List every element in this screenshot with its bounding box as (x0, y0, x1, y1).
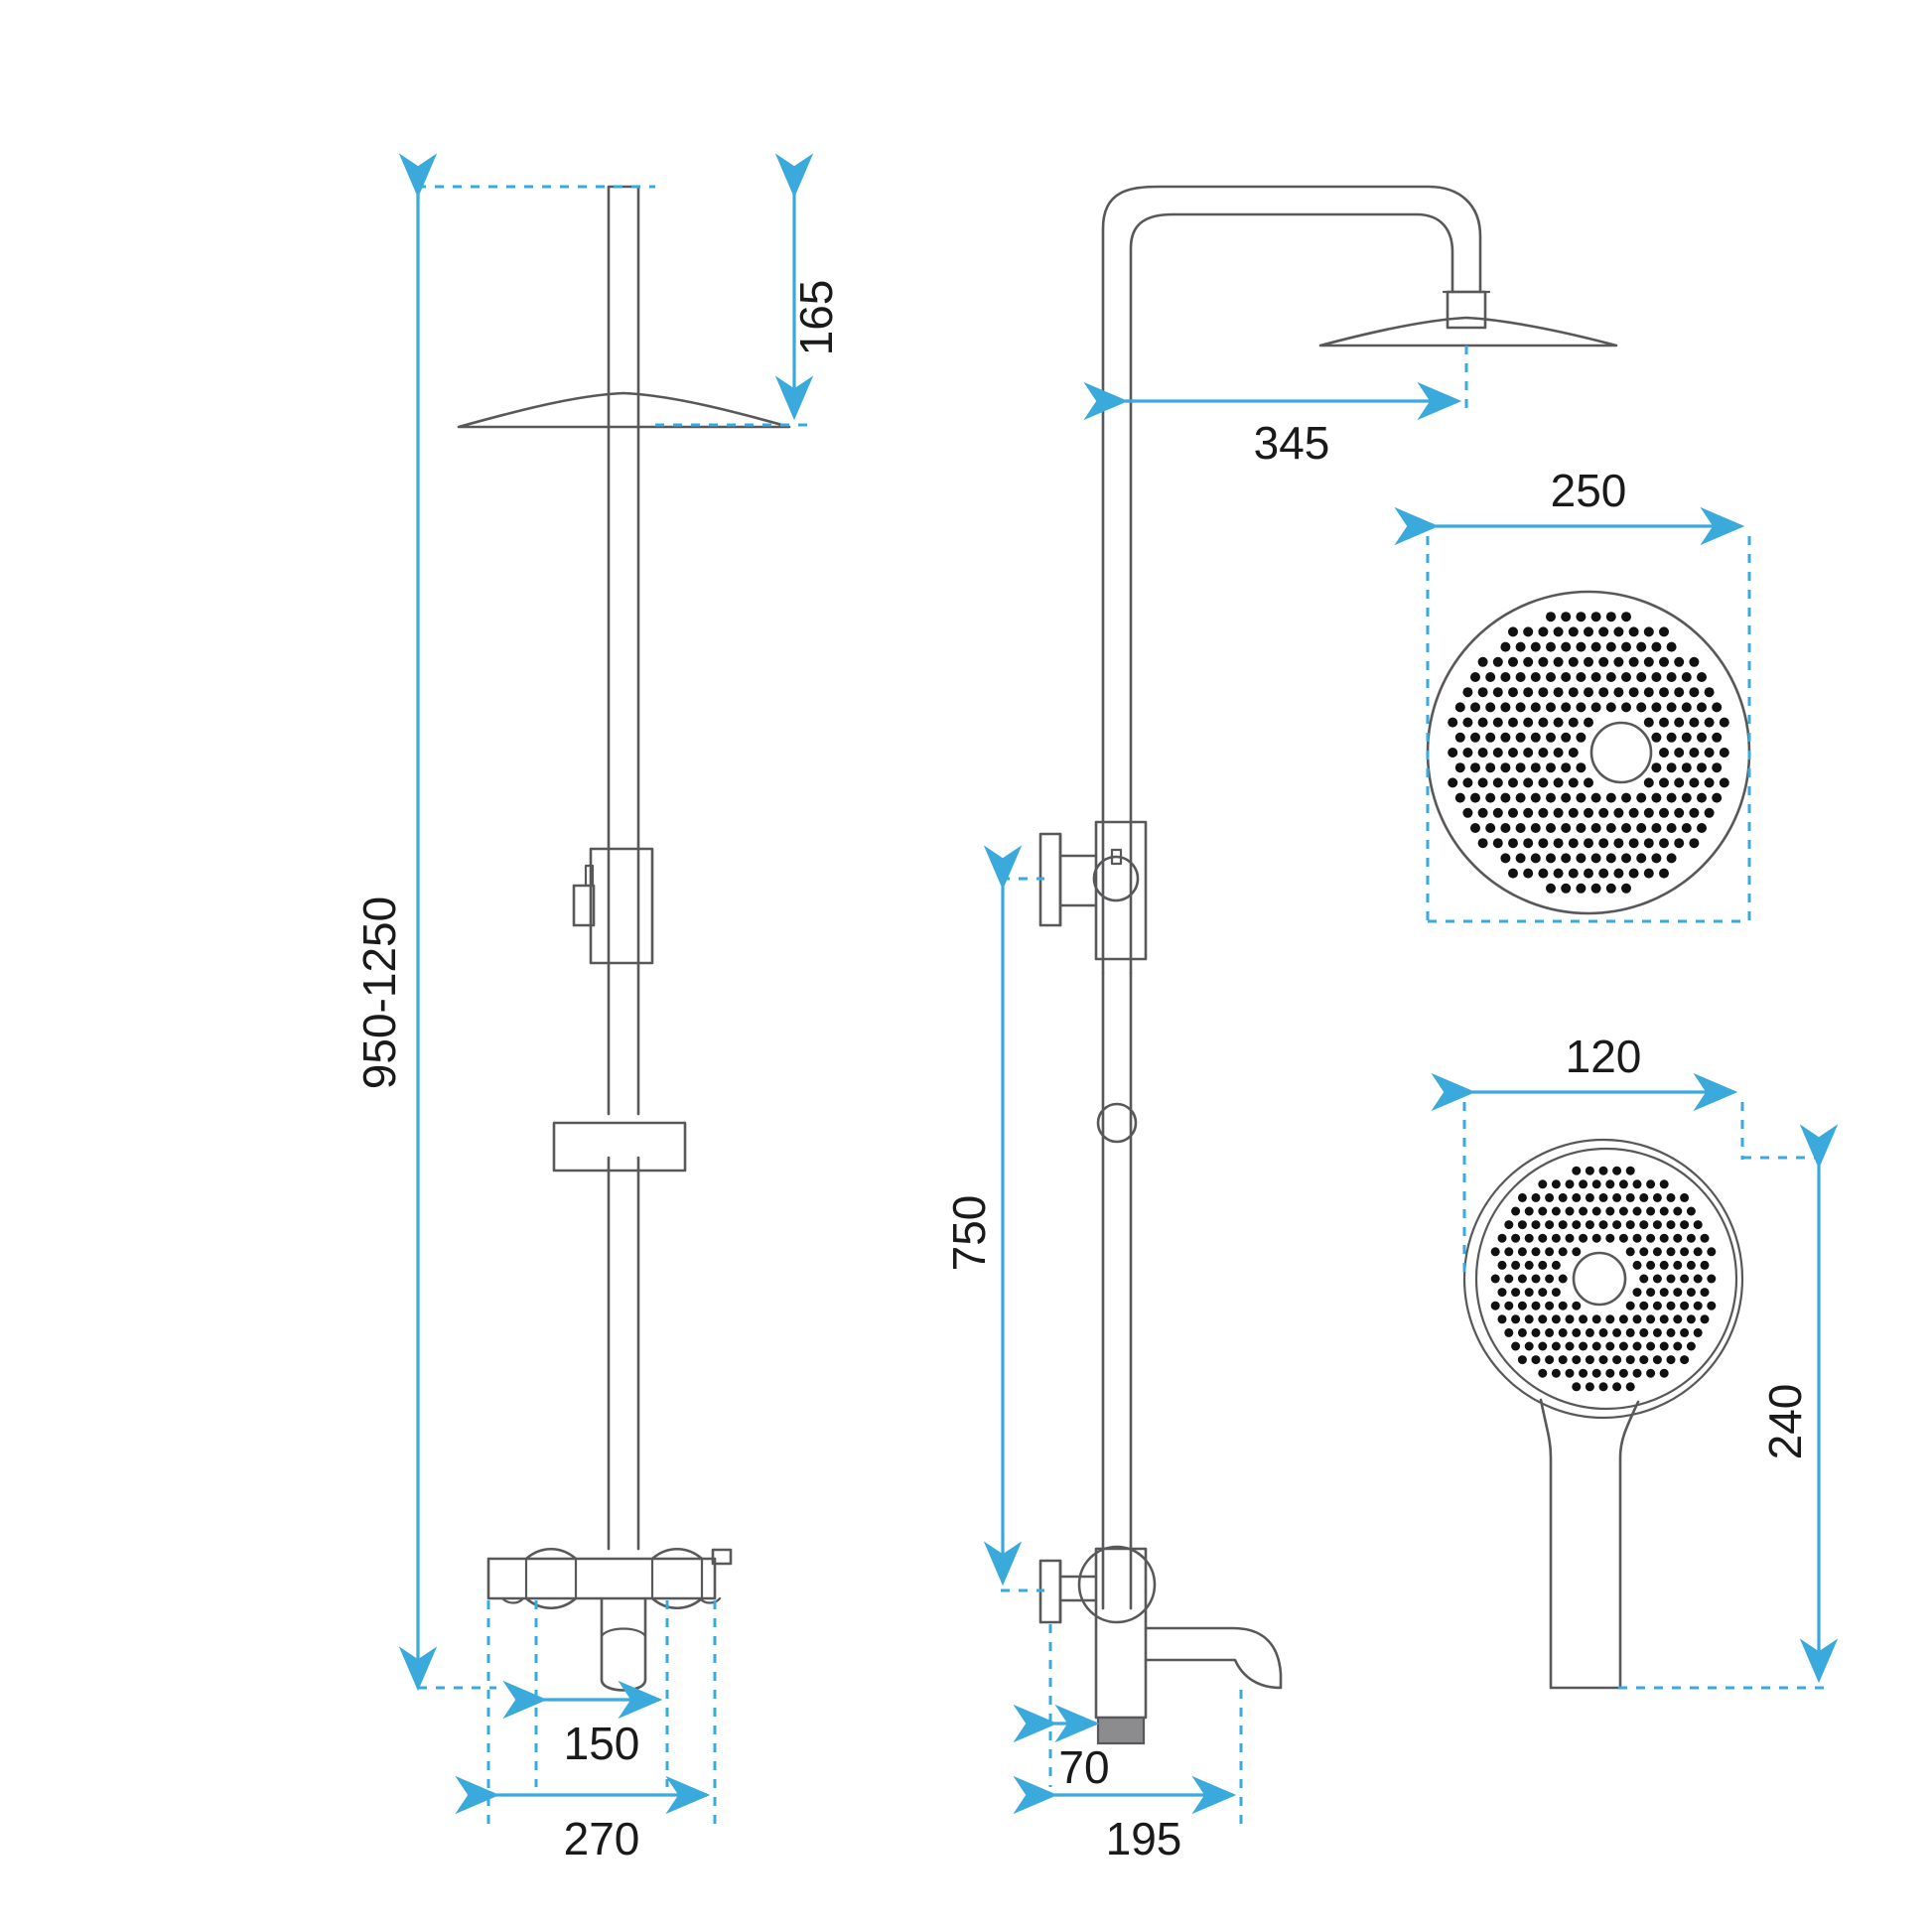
rain-head-center-hole (1589, 721, 1653, 784)
rain-head-nozzle-array (1448, 612, 1729, 894)
thermostatic-mixer-body (486, 1547, 733, 1610)
lower-mixer-valve (1038, 1545, 1283, 1745)
rain-head-dimensions: 250 (1394, 465, 1751, 923)
riser-pipe-upper (607, 185, 640, 1116)
dim-label-950-1250: 950-1250 (353, 897, 405, 1089)
overhead-rain-head-profile (1318, 316, 1618, 347)
riser-pipe-lower (607, 1156, 640, 1551)
side-view-geometry (1038, 185, 1618, 1745)
hand-shower-handle (1539, 1398, 1640, 1690)
hand-shower-nozzle-array (1490, 1166, 1717, 1392)
hand-shower-outer-rim (1462, 1138, 1744, 1420)
mixer-outlet-nipple (600, 1596, 647, 1692)
overhead-arm-inner (1129, 212, 1454, 975)
dim-label-150: 150 (564, 1718, 640, 1769)
dim-label-750: 750 (943, 1195, 995, 1272)
rain-head-outline (1426, 590, 1751, 915)
hand-shower-dimensions: 120 240 (1431, 1031, 1839, 1690)
front-view-dimensions: 165 950-1250 150 270 (353, 153, 842, 1864)
hand-shower-inner-rim (1474, 1147, 1738, 1411)
dim-label-250: 250 (1551, 465, 1627, 516)
overhead-head-collar (1446, 290, 1487, 330)
upper-slider-bracket (572, 847, 654, 965)
rain-head-detail-geometry (1426, 590, 1751, 915)
hand-shower-center-hole (1572, 1251, 1627, 1307)
overhead-shower-head (457, 391, 791, 429)
side-riser-pipe (1101, 971, 1133, 1610)
dim-label-195: 195 (1106, 1813, 1182, 1864)
hose-connector (1096, 1716, 1146, 1745)
dim-label-165: 165 (790, 280, 842, 356)
mixer-outlet-collar (600, 1627, 647, 1638)
dim-label-240: 240 (1759, 1384, 1811, 1460)
dim-label-345: 345 (1254, 417, 1330, 469)
front-view-geometry (457, 185, 791, 1692)
side-hand-shower-holder (1096, 1102, 1138, 1144)
hand-shower-detail-geometry (1462, 1138, 1744, 1690)
dim-label-70: 70 (1058, 1741, 1109, 1793)
dim-label-270: 270 (564, 1813, 640, 1864)
overhead-arm-outer (1101, 185, 1482, 975)
side-view-dimensions: 345 750 70 195 (943, 345, 1468, 1864)
upper-wall-bracket (1038, 820, 1148, 961)
hand-shower-holder (552, 1121, 687, 1173)
dim-label-120: 120 (1566, 1031, 1642, 1082)
